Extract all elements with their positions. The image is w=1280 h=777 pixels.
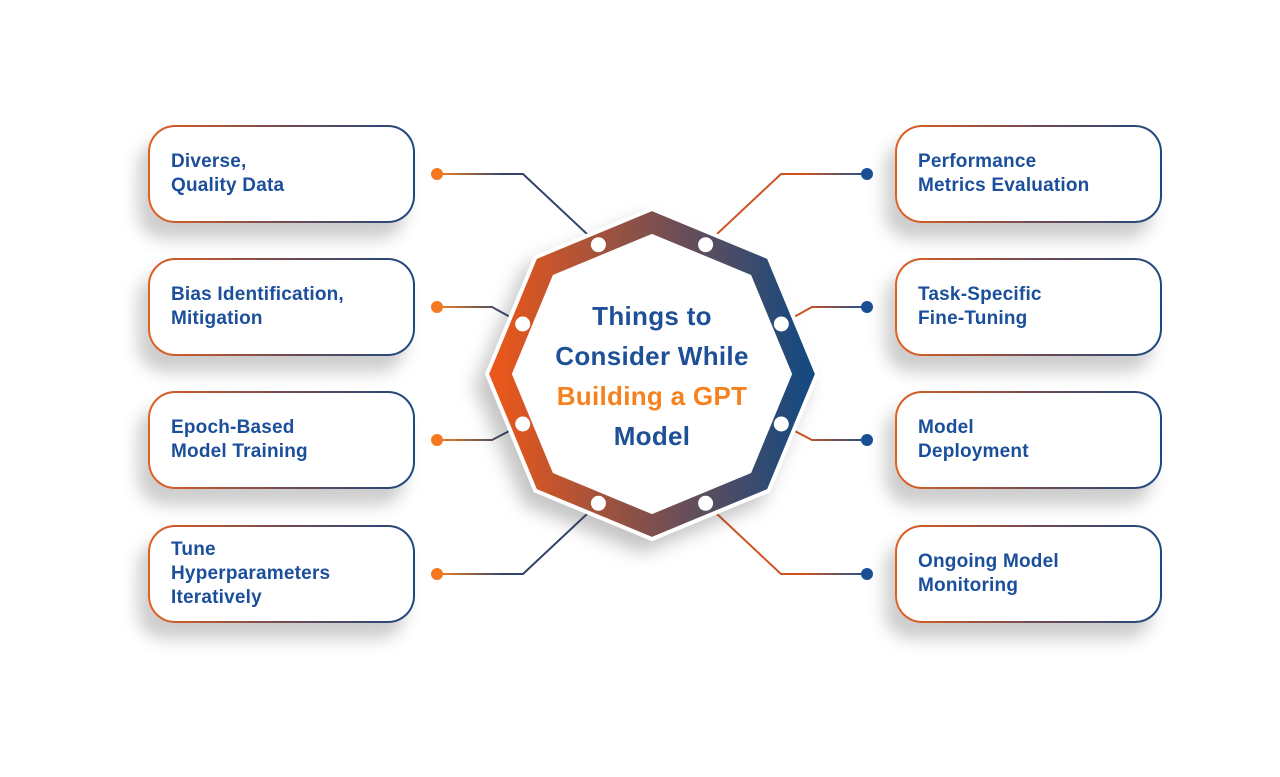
navy-dot-right-4 [861, 568, 873, 580]
navy-dot-right-2 [861, 301, 873, 313]
center-title: Things to Consider While Building a GPT … [502, 296, 802, 456]
connector-line-right-4 [704, 502, 867, 575]
node-dot-right-lower [773, 416, 789, 432]
octagon-node-dots [515, 237, 789, 511]
card-label: Task-Specific Fine-Tuning [918, 284, 1042, 329]
navy-dot-right-3 [861, 434, 873, 446]
card-model-deployment: Model Deployment [895, 391, 1162, 489]
card-inner: Epoch-Based Model Training [150, 393, 413, 487]
card-ongoing-model-monitoring: Ongoing Model Monitoring [895, 525, 1162, 623]
orange-dot-left-4 [431, 568, 443, 580]
card-label: Tune Hyperparameters Iteratively [171, 539, 331, 608]
orange-dot-left-2 [431, 301, 443, 313]
node-dot-top-left [590, 237, 606, 253]
card-diverse-quality-data: Diverse, Quality Data [148, 125, 415, 223]
card-label: Epoch-Based Model Training [171, 417, 308, 462]
node-dot-top-right [698, 237, 714, 253]
connector-endpoint-dots [431, 168, 873, 580]
card-inner: Diverse, Quality Data [150, 127, 413, 221]
card-label: Bias Identification, Mitigation [171, 284, 344, 329]
center-title-line-3: Building a GPT [556, 381, 748, 411]
octagon-ring [489, 211, 815, 537]
center-title-line-4: Model [613, 421, 691, 451]
connector-line-right-1 [704, 173, 867, 246]
card-epoch-based-model-training: Epoch-Based Model Training [148, 391, 415, 489]
center-title-line-2: Consider While [555, 341, 749, 371]
navy-dot-right-1 [861, 168, 873, 180]
card-bias-identification-mitigation: Bias Identification, Mitigation [148, 258, 415, 356]
node-dot-bottom-right [698, 495, 714, 511]
card-label: Model Deployment [918, 417, 1029, 462]
center-title-line-1: Things to [592, 301, 712, 331]
card-label: Ongoing Model Monitoring [918, 551, 1059, 596]
node-dot-left-upper [515, 316, 531, 332]
card-inner: Performance Metrics Evaluation [897, 127, 1160, 221]
orange-dot-left-1 [431, 168, 443, 180]
card-label: Performance Metrics Evaluation [918, 151, 1090, 196]
connector-lines [437, 173, 867, 575]
card-inner: Tune Hyperparameters Iteratively [150, 527, 413, 621]
card-inner: Model Deployment [897, 393, 1160, 487]
card-inner: Bias Identification, Mitigation [150, 260, 413, 354]
connector-line-left-4 [437, 502, 600, 575]
card-performance-metrics-evaluation: Performance Metrics Evaluation [895, 125, 1162, 223]
card-inner: Task-Specific Fine-Tuning [897, 260, 1160, 354]
card-tune-hyperparameters-iteratively: Tune Hyperparameters Iteratively [148, 525, 415, 623]
card-inner: Ongoing Model Monitoring [897, 527, 1160, 621]
node-dot-bottom-left [590, 495, 606, 511]
orange-dot-left-3 [431, 434, 443, 446]
node-dot-left-lower [515, 416, 531, 432]
connector-line-left-1 [437, 173, 600, 246]
card-label: Diverse, Quality Data [171, 151, 285, 196]
node-dot-right-upper [773, 316, 789, 332]
card-task-specific-fine-tuning: Task-Specific Fine-Tuning [895, 258, 1162, 356]
